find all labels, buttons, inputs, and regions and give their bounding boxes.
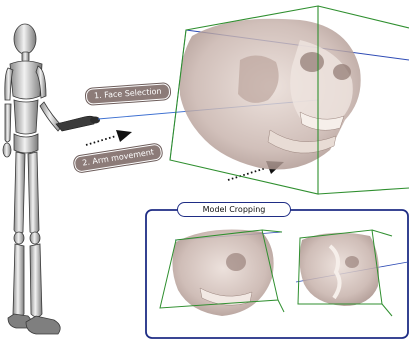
cropped-volume-left bbox=[160, 230, 284, 316]
vr-controller-icon bbox=[56, 116, 100, 131]
volume-box-large bbox=[170, 6, 409, 194]
dotted-arrow-icon bbox=[86, 130, 132, 145]
mannequin-figure bbox=[3, 24, 62, 334]
model-cropping-title: Model Cropping bbox=[177, 202, 291, 217]
skull-volume bbox=[180, 19, 361, 170]
cropped-volume-right bbox=[296, 230, 408, 316]
